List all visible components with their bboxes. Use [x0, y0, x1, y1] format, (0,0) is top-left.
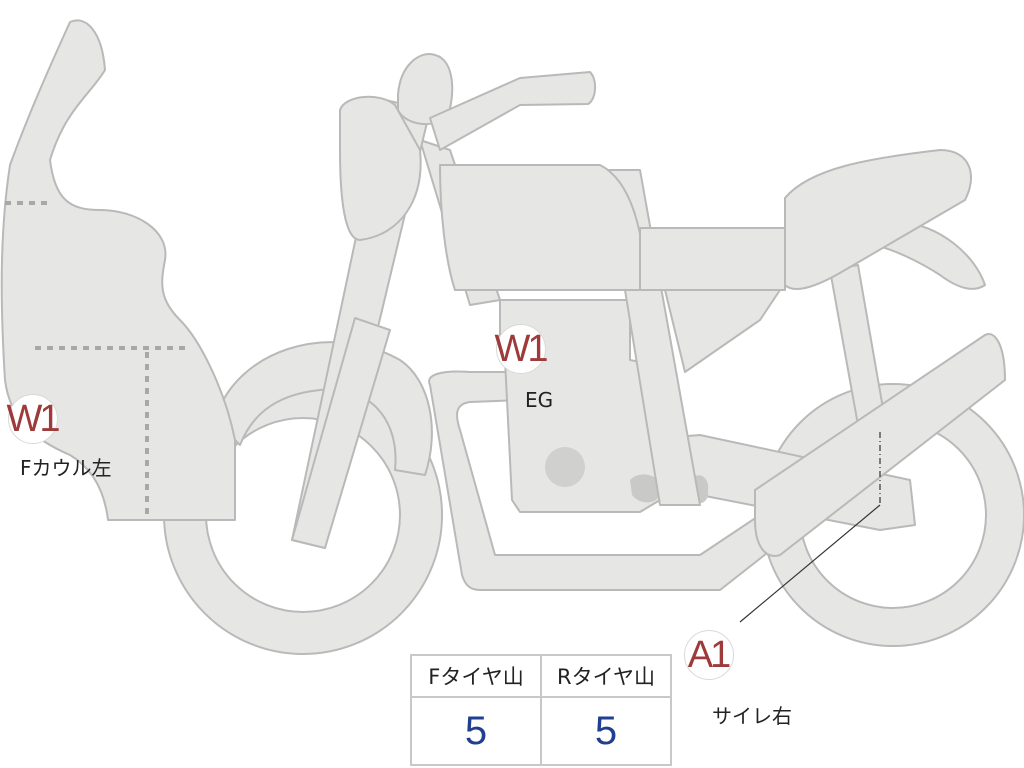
- headlight: [339, 95, 422, 241]
- caption-engine: EG: [525, 388, 554, 412]
- fuel-tank: [439, 164, 646, 291]
- exhaust-pipe: [428, 370, 791, 591]
- front-fender: [214, 341, 433, 476]
- marker-code: W1: [6, 398, 61, 440]
- caption-cowl: Fカウル左: [20, 456, 112, 480]
- front-cowl: [0, 19, 236, 521]
- marker-code: A1: [687, 634, 732, 676]
- rear-fender: [874, 221, 986, 290]
- damage-marker-muffler[interactable]: A1: [684, 630, 734, 680]
- rear-tire-header: Rタイヤ山: [540, 654, 672, 698]
- tire-tread-table: Fタイヤ山 Rタイヤ山 5 5: [410, 654, 672, 766]
- front-tire-value: 5: [410, 696, 542, 766]
- damage-marker-cowl[interactable]: W1: [6, 394, 61, 444]
- marker-code: W1: [494, 328, 549, 370]
- seat: [784, 149, 972, 290]
- rear-tire-value: 5: [540, 696, 672, 766]
- front-tire-header: Fタイヤ山: [410, 654, 542, 698]
- caption-muffler: サイレ右: [712, 704, 792, 728]
- damage-marker-engine[interactable]: W1: [494, 324, 549, 374]
